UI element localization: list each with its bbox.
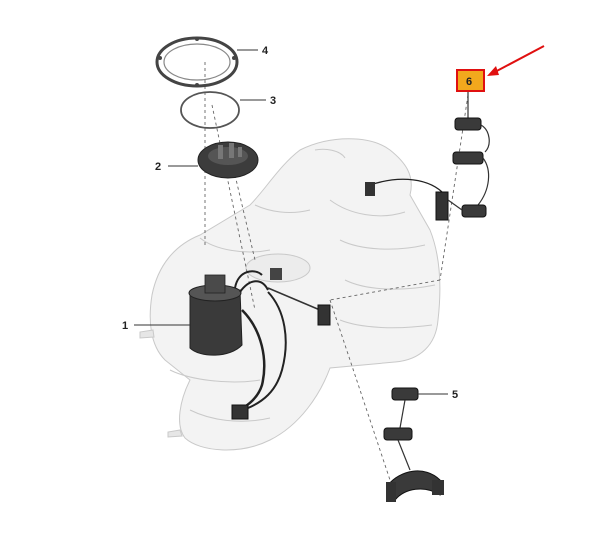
level-sensor-lower (383, 387, 444, 502)
fuel-tank (139, 138, 441, 451)
callout-5: 5 (452, 389, 458, 401)
callout-6: 6 (466, 76, 472, 88)
callout-leaders (134, 49, 448, 395)
flange-cover (197, 141, 259, 179)
callout-6-highlight: 6 (456, 69, 485, 92)
callout-2: 2 (155, 161, 161, 173)
seal-ring (180, 91, 240, 129)
red-pointer-arrow (487, 45, 545, 76)
fuel-pump-module (188, 268, 331, 420)
callout-1: 1 (122, 320, 128, 332)
callout-4: 4 (262, 45, 269, 57)
callout-3: 3 (270, 95, 276, 107)
level-sensor-upper (365, 92, 490, 221)
locking-ring (155, 36, 239, 88)
